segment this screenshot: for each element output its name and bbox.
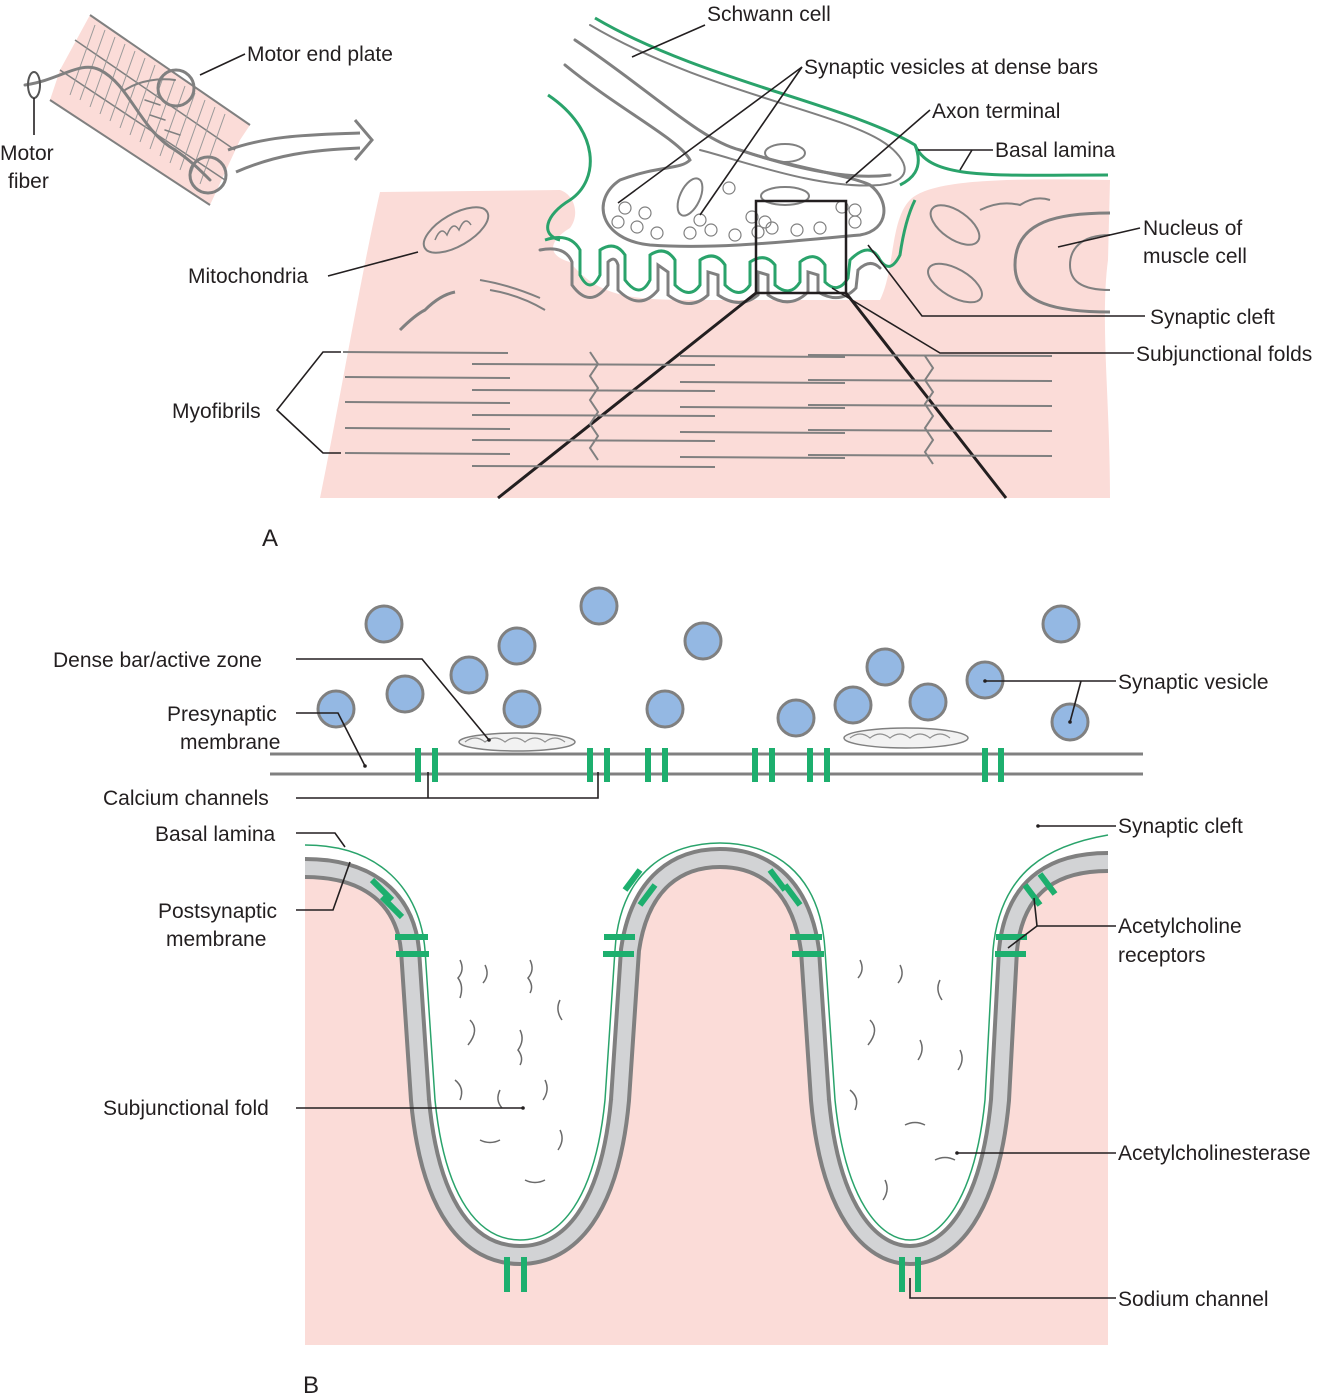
vesicle [449,655,489,695]
label-motor-fiber-2: fiber [8,170,49,193]
label-myofibrils: Myofibrils [172,400,261,423]
myofibrils [342,351,1053,468]
postsynaptic-muscle [305,860,1108,1345]
vesicle [833,685,873,725]
label-motor-fiber-1: Motor [0,142,54,165]
label-subjunctional-fold: Subjunctional fold [103,1097,269,1120]
label-synaptic-vesicles-dense-bars: Synaptic vesicles at dense bars [804,56,1098,79]
muscle-organelles [398,197,1111,332]
dense-bars [458,727,969,752]
inset-muscle-fiber [23,14,374,206]
label-presynaptic-1: Presynaptic [167,703,277,726]
label-synaptic-cleft-b: Synaptic cleft [1118,815,1243,838]
sodium-channels [504,1257,921,1292]
muscle-cell [320,179,1110,498]
vesicle [1041,604,1081,644]
label-nucleus-1: Nucleus of [1143,217,1242,240]
vesicle [865,647,905,687]
vesicle [497,626,537,666]
label-acetylcholinesterase: Acetylcholinesterase [1118,1142,1311,1165]
motor-end-plate-circle-1 [156,68,196,108]
label-subjunctional-folds: Subjunctional folds [1136,343,1312,366]
axon-terminal-group [497,16,1109,500]
dense-bar-2 [843,727,969,749]
label-nucleus-2: muscle cell [1143,245,1247,268]
label-basal-lamina-b: Basal lamina [155,823,276,846]
basal-lamina-b [304,834,1109,1241]
acetylcholinesterase-molecules [454,959,963,1201]
zoom-box [754,199,848,295]
label-ach-receptors-1: Acetylcholine [1118,915,1242,938]
muscle-nucleus [1013,211,1111,314]
panel-label-b: B [303,1372,319,1399]
label-motor-end-plate: Motor end plate [247,43,393,66]
label-dense-bar: Dense bar/active zone [53,649,262,672]
vesicle [502,689,542,729]
vesicle [645,689,685,729]
label-axon-terminal: Axon terminal [932,100,1060,123]
label-postsynaptic-1: Postsynaptic [158,900,277,923]
label-synaptic-cleft-a: Synaptic cleft [1150,306,1275,329]
vesicle [385,674,425,714]
terminal-vesicles [611,181,862,242]
vesicle [316,689,356,729]
label-postsynaptic-2: membrane [166,928,266,951]
panel-b: Dense bar/active zone Presynaptic membra… [53,586,1311,1399]
label-mitochondria: Mitochondria [188,265,309,288]
zoom-arrow-icon [227,131,361,152]
presynaptic-membrane [270,752,1143,776]
vesicle [908,682,948,722]
label-schwann-cell: Schwann cell [707,3,831,26]
motor-end-plate-circle-2 [188,155,228,195]
vesicle [579,586,619,626]
vesicle [683,621,723,661]
dense-bar-1 [458,732,576,752]
mitochondrion [422,206,490,254]
calcium-channels [415,748,1004,782]
panel-a: Motor end plate Motor fiber [0,3,1312,552]
panel-label-a: A [262,525,278,552]
synaptic-vesicles [316,586,1090,742]
acetylcholine-receptors [369,868,1058,957]
label-synaptic-vesicle: Synaptic vesicle [1118,671,1269,694]
label-sodium-channel: Sodium channel [1118,1288,1269,1311]
vesicle [364,604,404,644]
vesicle [776,698,816,738]
label-calcium-channels: Calcium channels [103,787,269,810]
label-basal-lamina-a: Basal lamina [995,139,1116,162]
label-ach-receptors-2: receptors [1118,944,1206,967]
terminal-mitochondrion [676,177,704,217]
label-presynaptic-2: membrane [180,731,280,754]
